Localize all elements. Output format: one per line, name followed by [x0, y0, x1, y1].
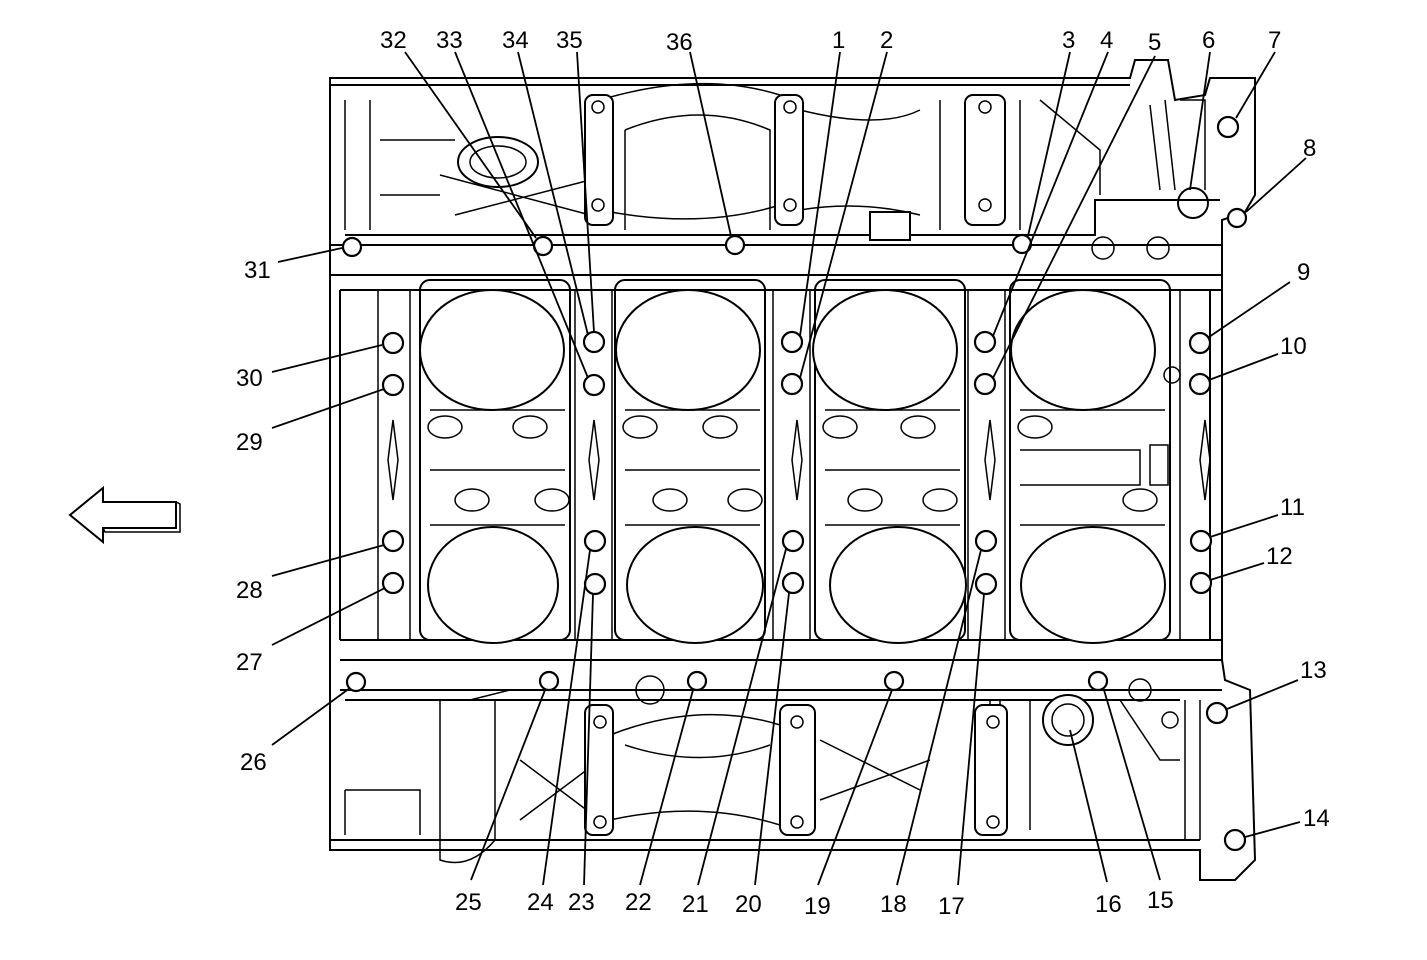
bolt-hole	[781, 571, 805, 595]
bolt-hole	[583, 572, 607, 596]
bolt-hole	[780, 330, 804, 354]
callout-27: 27	[236, 649, 263, 676]
callout-22: 22	[625, 889, 652, 916]
bolt-hole	[582, 330, 606, 354]
callout-23: 23	[568, 889, 595, 916]
bolt-hole	[780, 372, 804, 396]
callout-17: 17	[938, 893, 965, 920]
bolt-hole	[974, 572, 998, 596]
callout-19: 19	[804, 893, 831, 920]
callout-12: 12	[1266, 543, 1293, 570]
callout-34: 34	[502, 27, 529, 54]
bolt-hole	[1087, 670, 1109, 692]
callout-14: 14	[1303, 805, 1330, 832]
bolt-hole	[1188, 331, 1212, 355]
callout-21: 21	[682, 891, 709, 918]
bolt-hole	[381, 331, 405, 355]
leader-lines	[271, 51, 1307, 886]
bolt-hole	[1189, 571, 1213, 595]
callout-13: 13	[1300, 657, 1327, 684]
bolt-hole	[345, 671, 367, 693]
callout-24: 24	[527, 889, 554, 916]
callout-10: 10	[1280, 333, 1307, 360]
callout-30: 30	[236, 365, 263, 392]
callout-9: 9	[1297, 259, 1310, 286]
bolt-hole	[1205, 701, 1229, 725]
callout-29: 29	[236, 429, 263, 456]
callout-26: 26	[240, 749, 267, 776]
bolt-hole	[538, 670, 560, 692]
callout-35: 35	[556, 27, 583, 54]
bolt-hole	[973, 372, 997, 396]
callout-25: 25	[455, 889, 482, 916]
bolt-hole	[381, 529, 405, 553]
bolt-hole	[582, 373, 606, 397]
callout-18: 18	[880, 891, 907, 918]
callout-20: 20	[735, 891, 762, 918]
bolt-hole	[883, 670, 905, 692]
bolt-hole	[974, 529, 998, 553]
callout-32: 32	[380, 27, 407, 54]
bolt-holes	[341, 115, 1248, 852]
callout-7: 7	[1268, 27, 1281, 54]
bolt-hole	[781, 529, 805, 553]
top-valley-detail	[344, 82, 1209, 260]
bolt-hole	[724, 234, 746, 256]
callout-15: 15	[1147, 887, 1174, 914]
callout-5: 5	[1148, 29, 1161, 56]
callout-31: 31	[244, 257, 271, 284]
bolt-hole	[381, 571, 405, 595]
callout-8: 8	[1303, 135, 1316, 162]
callout-6: 6	[1202, 27, 1215, 54]
bottom-valley-detail	[344, 675, 1201, 864]
callout-28: 28	[236, 577, 263, 604]
callout-36: 36	[666, 29, 693, 56]
callout-16: 16	[1095, 891, 1122, 918]
callout-11: 11	[1280, 494, 1305, 521]
bolt-hole	[973, 330, 997, 354]
callout-3: 3	[1062, 27, 1075, 54]
callout-2: 2	[880, 27, 893, 54]
bolt-hole	[381, 373, 405, 397]
bolt-hole	[1188, 372, 1212, 396]
left-arrow-icon	[68, 485, 181, 545]
bolt-hole	[1189, 529, 1213, 553]
bolt-hole	[1216, 115, 1240, 139]
callout-33: 33	[436, 27, 463, 54]
callout-labels: 1 2 3 4 5 6 7 8 9 10 11 12 13 14 15 16 1…	[236, 27, 1330, 920]
bolt-hole	[1223, 828, 1247, 852]
bolt-hole	[341, 236, 363, 258]
bolt-hole	[583, 529, 607, 553]
bolt-hole	[686, 670, 708, 692]
callout-4: 4	[1100, 27, 1113, 54]
bolt-hole	[1226, 207, 1248, 229]
callout-1: 1	[832, 27, 845, 54]
cylinder-bays	[419, 279, 1181, 644]
